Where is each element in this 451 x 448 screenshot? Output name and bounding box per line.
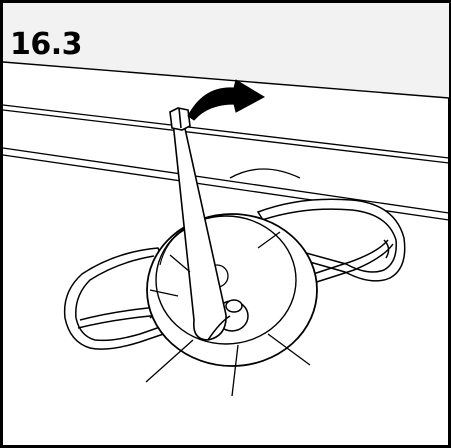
dome-outline bbox=[229, 168, 301, 179]
surface-edge bbox=[2, 61, 450, 99]
step-number: 16.3 bbox=[10, 27, 83, 62]
hex-key-icon bbox=[169, 107, 231, 341]
spray-arm-right bbox=[256, 198, 406, 297]
tub-rail bbox=[2, 104, 450, 221]
callout-lines bbox=[145, 231, 311, 397]
upper-surface bbox=[3, 3, 449, 98]
rotate-clockwise-arrow-icon bbox=[187, 79, 266, 121]
spray-arm-hub bbox=[146, 213, 318, 367]
